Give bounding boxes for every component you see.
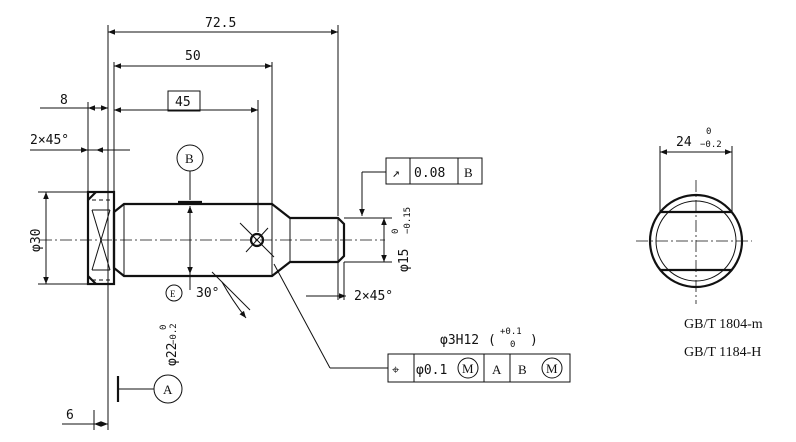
dim-dia-22-upper: 0 xyxy=(159,325,169,330)
svg-text:A: A xyxy=(163,382,173,397)
datum-a: A xyxy=(116,374,183,404)
standards-note: GB/T 1804-m GB/T 1184-H xyxy=(684,317,763,360)
dim-dia-30: φ30 xyxy=(29,229,44,252)
dim-8: 8 xyxy=(60,93,68,108)
standard-line-1: GB/T 1804-m xyxy=(684,317,763,332)
runout-value: 0.08 xyxy=(414,166,445,181)
section-outer-circle xyxy=(648,193,744,289)
datum-e-envelope: E xyxy=(165,284,183,302)
dim-72-5: 72.5 xyxy=(205,16,236,31)
position-tolerance-frame: ⌖ φ0.1 M A B M φ3H12 ( +0.1 0 ) xyxy=(273,263,571,383)
dim-45-box xyxy=(167,90,201,112)
position-modifier: M xyxy=(462,361,474,376)
hole-upper: +0.1 xyxy=(500,327,522,337)
dimensions: 72.5 50 45 8 2×45° φ30 φ22 0 −0.2 φ15 xyxy=(29,16,413,430)
svg-text:E: E xyxy=(170,289,176,299)
hole-lower: 0 xyxy=(510,340,515,350)
dim-chamfer-left: 2×45° xyxy=(30,133,69,148)
position-datum-2: B xyxy=(518,362,527,377)
svg-text:(: ( xyxy=(488,333,496,348)
svg-text:): ) xyxy=(530,333,538,348)
cross-hole xyxy=(249,232,265,248)
dim-6: 6 xyxy=(66,408,74,423)
position-datum-1: A xyxy=(492,362,502,377)
dim-dia-15: φ15 xyxy=(397,249,412,272)
dim-50: 50 xyxy=(185,49,201,64)
hole-note: φ3H12 xyxy=(440,333,479,348)
dim-flat-24-lower: −0.2 xyxy=(700,140,722,150)
dim-flat-24-upper: 0 xyxy=(706,127,711,137)
dim-angle-30: 30° xyxy=(196,286,219,301)
dim-flat-24: 24 xyxy=(676,135,692,150)
dim-45: 45 xyxy=(175,95,191,110)
runout-datum: B xyxy=(464,165,473,180)
position-value: φ0.1 xyxy=(416,363,447,378)
position-datum-2-modifier: M xyxy=(546,361,558,376)
standard-line-2: GB/T 1184-H xyxy=(684,345,761,360)
dim-dia-22-lower: −0.2 xyxy=(169,323,179,345)
datum-b: B xyxy=(176,144,204,204)
runout-symbol: ↗ xyxy=(392,166,400,181)
dim-dia-22: φ22 xyxy=(165,343,180,366)
svg-text:B: B xyxy=(185,151,194,166)
dim-chamfer-right: 2×45° xyxy=(354,289,393,304)
side-section-view: 24 0 −0.2 xyxy=(636,127,752,304)
dim-dia-15-lower: −0.15 xyxy=(403,207,413,234)
dim-dia-15-upper: 0 xyxy=(391,229,401,234)
position-symbol: ⌖ xyxy=(392,363,400,378)
runout-tolerance-frame: ↗ 0.08 B xyxy=(359,157,483,216)
